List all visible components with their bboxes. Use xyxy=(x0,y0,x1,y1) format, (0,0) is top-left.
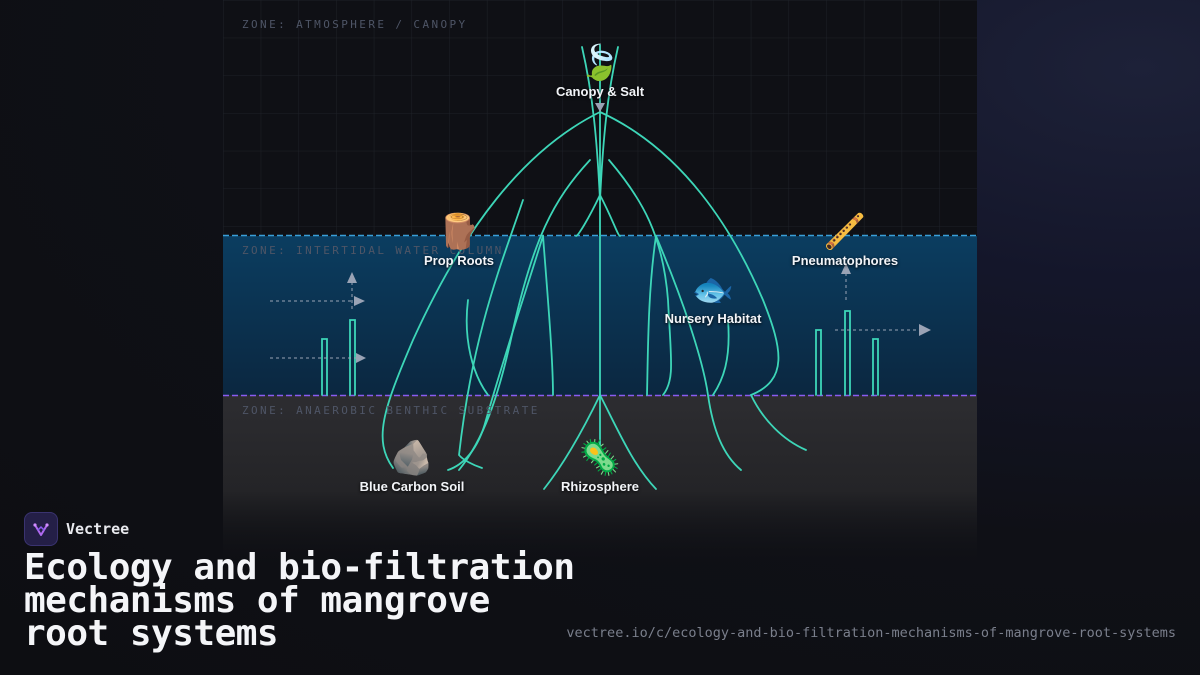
stem-left xyxy=(581,46,601,201)
root-prop-right xyxy=(646,235,657,396)
pneumatophore-stub xyxy=(872,338,879,396)
page-url[interactable]: vectree.io/c/ecology-and-bio-filtration-… xyxy=(566,625,1176,641)
stem-right xyxy=(599,46,619,201)
pneumatophore-stub xyxy=(815,329,822,396)
rhizosphere-node: 🦠 Rhizosphere xyxy=(561,439,639,494)
canopy-node: 🍃 Canopy & Salt xyxy=(556,44,644,99)
arrow-up-icon xyxy=(347,272,357,283)
canopy-label: Canopy & Salt xyxy=(555,84,645,99)
brand-name: Vectree xyxy=(66,520,130,538)
arrow-right-icon xyxy=(919,324,931,336)
zone-label-canopy: ZONE: ATMOSPHERE / CANOPY xyxy=(242,18,468,31)
pneumatophores-label: Pneumatophores xyxy=(791,253,899,268)
arrow-heads xyxy=(347,103,931,363)
root-system xyxy=(321,44,879,490)
root-arch-left xyxy=(381,111,601,469)
rhizo-right xyxy=(599,394,657,490)
rhizo-left xyxy=(543,394,601,490)
diagram-canvas xyxy=(223,0,977,570)
nursery-node: 🐟 Nursery Habitat xyxy=(665,271,762,326)
root-fork-right xyxy=(599,194,621,237)
vectree-logo-icon xyxy=(24,512,58,546)
root-right-outer xyxy=(655,235,742,471)
fish-icon: 🐟 xyxy=(691,270,735,310)
nursery-label: Nursery Habitat xyxy=(664,311,762,326)
flute-icon: 🪈 xyxy=(823,212,867,252)
pneumatophore-stub xyxy=(321,338,328,396)
soil-node: 🪨 Blue Carbon Soil xyxy=(360,439,465,494)
root-loop-right xyxy=(712,319,730,396)
page-title: Ecology and bio-filtration mechanisms of… xyxy=(24,547,575,654)
pneumatophore-stub xyxy=(844,310,851,396)
prop-roots-label: Prop Roots xyxy=(423,253,495,268)
soil-label: Blue Carbon Soil xyxy=(359,479,465,494)
root-right-inner xyxy=(608,159,673,396)
mangrove-diagram: ZONE: ATMOSPHERE / CANOPY ZONE: INTERTID… xyxy=(223,0,977,570)
pneumatophores-node: 🪈 Pneumatophores xyxy=(792,213,898,268)
rock-icon: 🪨 xyxy=(390,438,434,478)
root-prop-left xyxy=(447,235,544,471)
zone-label-substrate: ZONE: ANAEROBIC BENTHIC SUBSTRATE xyxy=(242,404,540,417)
root-left-mid xyxy=(458,199,524,469)
rhizosphere-label: Rhizosphere xyxy=(560,479,640,494)
brand[interactable]: Vectree xyxy=(24,512,129,546)
microbe-icon: 🦠 xyxy=(578,438,622,478)
arrow-right-icon xyxy=(356,353,366,363)
flow-arrows xyxy=(270,273,920,359)
arrow-up-icon xyxy=(841,263,851,274)
arrow-right-icon xyxy=(354,296,365,306)
zone-label-water: ZONE: INTERTIDAL WATER COLUMN xyxy=(242,244,504,257)
log-icon: 🪵 xyxy=(437,212,481,252)
root-loop-left xyxy=(465,299,489,396)
arrow-down-icon xyxy=(595,103,605,112)
root-fork-left xyxy=(575,194,601,237)
leaf-icon: 🍃 xyxy=(578,43,622,83)
root-prop-vert xyxy=(542,235,554,396)
prop-roots-node: 🪵 Prop Roots xyxy=(424,213,494,268)
root-arch-right xyxy=(599,111,807,451)
